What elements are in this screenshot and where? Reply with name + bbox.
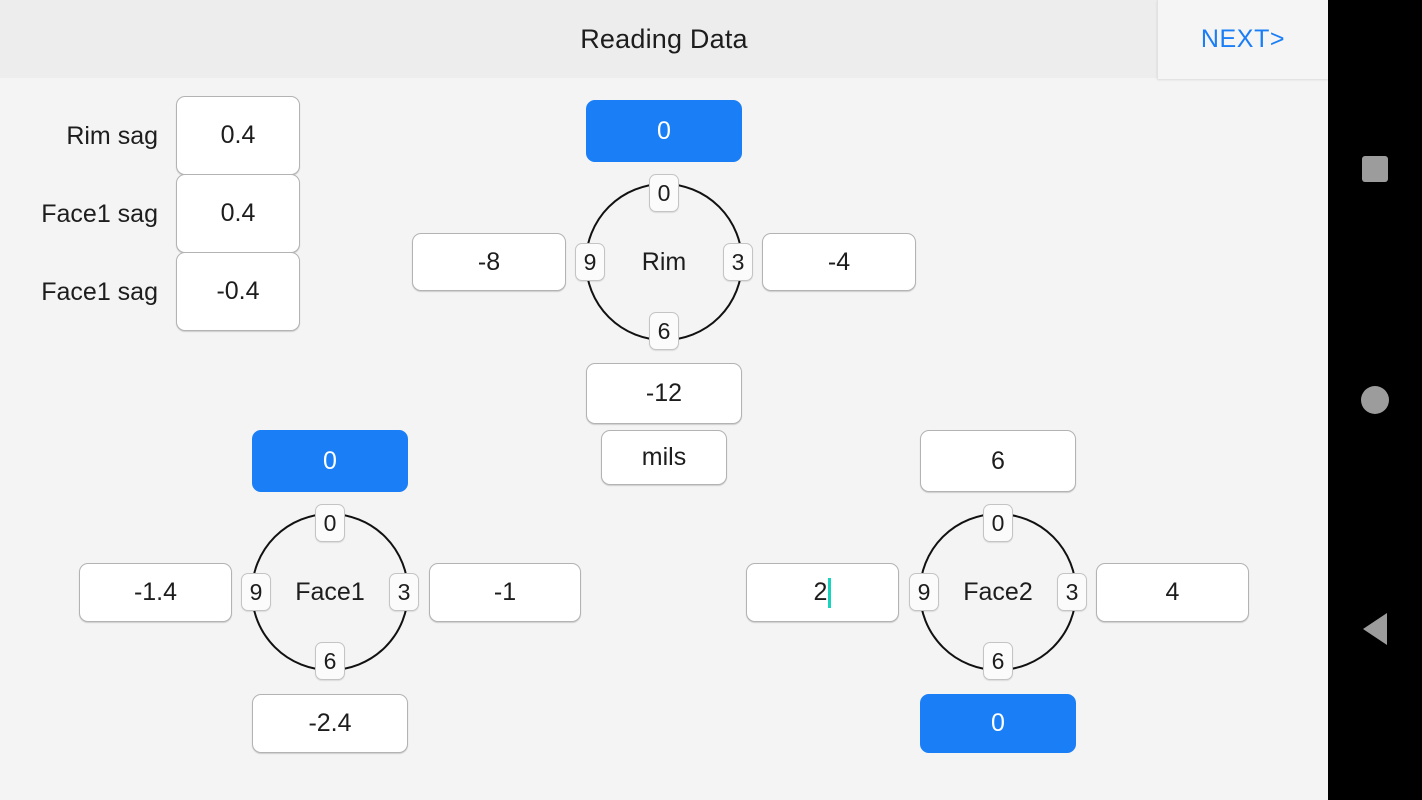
- face2-dial: Face2 0 3 6 9: [909, 504, 1087, 680]
- circle-icon: [1361, 386, 1389, 414]
- face2-clock-0[interactable]: 0: [983, 504, 1013, 542]
- face1-clock-0[interactable]: 0: [315, 504, 345, 542]
- face1-bottom-reading[interactable]: -2.4: [252, 694, 408, 753]
- android-navigation-bar: [1328, 0, 1422, 800]
- face2-left-reading-value: 2: [813, 578, 828, 606]
- face1-dial-label: Face1: [295, 577, 365, 606]
- home-button[interactable]: [1328, 371, 1422, 429]
- text-caret: [828, 577, 832, 608]
- recent-apps-button[interactable]: [1328, 140, 1422, 198]
- face2-sag-label: Face1 sag: [41, 278, 158, 306]
- face2-left-reading[interactable]: 2: [746, 563, 899, 622]
- rim-dial: Rim 0 3 6 9: [575, 174, 753, 350]
- face2-sag-input[interactable]: -0.4: [176, 252, 300, 331]
- face1-sag-input[interactable]: 0.4: [176, 174, 300, 253]
- next-button[interactable]: NEXT>: [1157, 0, 1328, 79]
- face1-top-reading[interactable]: 0: [252, 430, 408, 492]
- units-input[interactable]: mils: [601, 430, 727, 485]
- rim-bottom-reading[interactable]: -12: [586, 363, 742, 424]
- face2-bottom-reading[interactable]: 0: [920, 694, 1076, 753]
- rim-sag-input[interactable]: 0.4: [176, 96, 300, 175]
- app-header-bar: Reading Data: [0, 0, 1328, 78]
- face1-right-reading[interactable]: -1: [429, 563, 581, 622]
- rim-sag-label: Rim sag: [66, 122, 158, 150]
- back-button[interactable]: [1328, 600, 1422, 658]
- face1-left-reading[interactable]: -1.4: [79, 563, 232, 622]
- rim-dial-label: Rim: [641, 247, 687, 276]
- rim-clock-0[interactable]: 0: [649, 174, 679, 212]
- next-button-label: NEXT>: [1200, 25, 1286, 53]
- page-title: Reading Data: [580, 23, 748, 54]
- rim-clock-3[interactable]: 3: [723, 243, 753, 281]
- face2-top-reading[interactable]: 6: [920, 430, 1076, 492]
- face2-dial-label: Face2: [963, 577, 1033, 606]
- rim-left-reading[interactable]: -8: [412, 233, 566, 291]
- triangle-left-icon: [1363, 613, 1387, 645]
- face1-sag-label: Face1 sag: [41, 200, 158, 228]
- face1-clock-6[interactable]: 6: [315, 642, 345, 680]
- face1-clock-3[interactable]: 3: [389, 573, 419, 611]
- face1-clock-9[interactable]: 9: [241, 573, 271, 611]
- square-icon: [1362, 156, 1388, 182]
- face2-clock-3[interactable]: 3: [1057, 573, 1087, 611]
- rim-clock-6[interactable]: 6: [649, 312, 679, 350]
- face2-clock-6[interactable]: 6: [983, 642, 1013, 680]
- face2-clock-9[interactable]: 9: [909, 573, 939, 611]
- face1-dial: Face1 0 3 6 9: [241, 504, 419, 680]
- rim-right-reading[interactable]: -4: [762, 233, 916, 291]
- rim-top-reading[interactable]: 0: [586, 100, 742, 162]
- face2-right-reading[interactable]: 4: [1096, 563, 1249, 622]
- rim-clock-9[interactable]: 9: [575, 243, 605, 281]
